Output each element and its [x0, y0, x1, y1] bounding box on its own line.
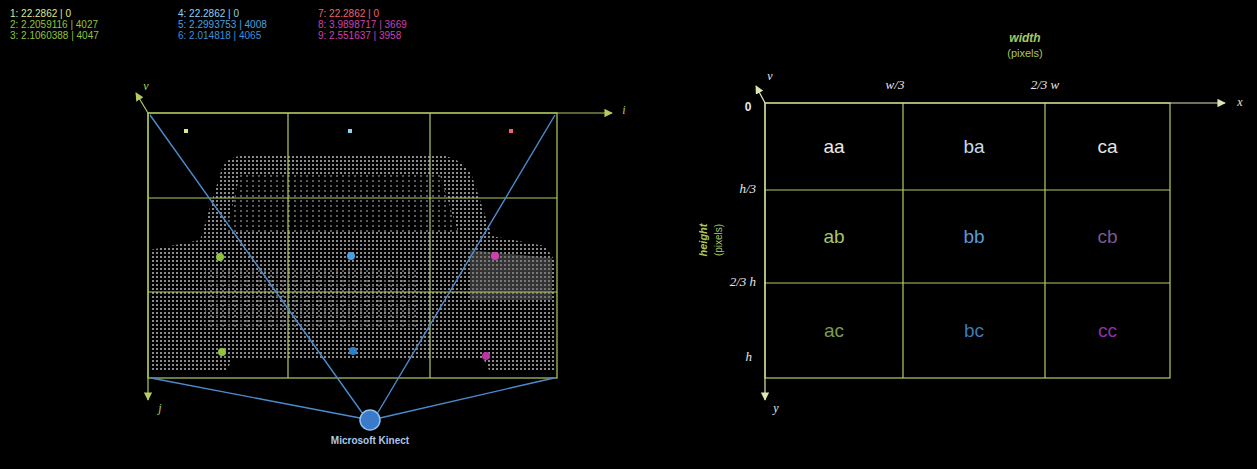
- view-ray: [151, 378, 360, 418]
- view-ray: [380, 378, 554, 418]
- axis-j: [147, 113, 148, 400]
- grid-cell: ca: [1047, 105, 1168, 188]
- axis-v: [756, 86, 765, 103]
- grid-frame: [765, 103, 1170, 378]
- sample-dot: [348, 129, 352, 133]
- axis-label: y: [773, 402, 778, 415]
- grid-cell: bc: [905, 285, 1043, 376]
- axis-label: v: [143, 80, 148, 93]
- cell-label: ca: [1097, 136, 1117, 158]
- sensor-node: Microsoft Kinect: [327, 409, 414, 446]
- car-body-points: [150, 155, 556, 372]
- grid-line: [1044, 103, 1045, 378]
- cell-label: ba: [963, 136, 984, 158]
- sample-dot: [491, 252, 499, 260]
- sample-dot: [218, 348, 226, 356]
- axis-label: h: [746, 350, 753, 364]
- depth-readout: 1: 22.2862 | 0: [10, 8, 71, 19]
- axis-label: w/3: [886, 78, 905, 92]
- car-windshield-gap: [226, 175, 458, 232]
- axis-label: v: [767, 70, 772, 83]
- axis-label: 0: [745, 101, 752, 114]
- grid-line: [148, 291, 557, 292]
- axis-y: [764, 103, 765, 400]
- axis-label: (pixels): [713, 224, 724, 256]
- view-ray: [377, 115, 555, 414]
- car-grille-points: [205, 270, 420, 330]
- car-windshield-points: [226, 175, 458, 232]
- depth-readout: 8: 3.9898717 | 3669: [318, 19, 407, 30]
- depth-readout: 4: 22.2862 | 0: [178, 8, 239, 19]
- sample-dots: [184, 129, 513, 360]
- cell-label: ab: [823, 226, 844, 248]
- sensor-label: Microsoft Kinect: [331, 435, 409, 446]
- sample-dot: [347, 252, 355, 260]
- depth-readout: 3: 2.1060388 | 4047: [10, 30, 99, 41]
- right-grid: [756, 86, 1225, 400]
- axis-label: 2/3 h: [730, 275, 756, 289]
- grid-line: [287, 113, 288, 378]
- sample-dot: [349, 347, 357, 355]
- axis-label: h/3: [739, 182, 756, 196]
- axis-label: i: [622, 104, 625, 117]
- grid-cell: cb: [1047, 192, 1168, 281]
- cell-label: bc: [964, 320, 984, 342]
- cell-label: bb: [963, 226, 984, 248]
- grid-cell: ba: [905, 105, 1043, 188]
- axis-label: width: [1009, 32, 1040, 45]
- depth-readout: 5: 2.2993753 | 4008: [178, 19, 267, 30]
- depth-readout: 2: 2.2059116 | 4027: [10, 19, 98, 30]
- axis-x: [765, 102, 1225, 103]
- point-cloud-car: [150, 155, 556, 372]
- axis-i: [148, 112, 612, 113]
- grid-line: [902, 103, 903, 378]
- grid-cell: aa: [767, 105, 901, 188]
- axis-label: (pixels): [1007, 47, 1042, 59]
- cell-label: aa: [823, 136, 844, 158]
- kinect-rays: [150, 115, 555, 418]
- grid-cell: ab: [767, 192, 901, 281]
- cell-label: cc: [1098, 320, 1117, 342]
- grid-line: [429, 113, 430, 378]
- sample-dot: [509, 129, 513, 133]
- kinect-circle: [358, 409, 382, 433]
- axis-label: x: [1237, 96, 1242, 109]
- grid-cell: ac: [767, 285, 901, 376]
- grid-line: [765, 189, 1170, 190]
- view-ray: [150, 115, 363, 414]
- depth-readout: 7: 22.2862 | 0: [318, 8, 379, 19]
- axis-label: height: [697, 224, 709, 257]
- sample-dot: [216, 253, 224, 261]
- grid-line: [765, 282, 1170, 283]
- cell-label: cb: [1097, 226, 1117, 248]
- axis-label: j: [158, 402, 161, 415]
- axis-label: 2/3 w: [1031, 78, 1060, 92]
- depth-readout: 6: 2.014818 | 4065: [178, 30, 261, 41]
- cell-label: ac: [824, 320, 844, 342]
- axis-v: [136, 93, 148, 113]
- grid-cell: cc: [1047, 285, 1168, 376]
- sample-dot: [482, 352, 490, 360]
- sample-dot: [184, 129, 188, 133]
- kinect-sensor: [360, 410, 380, 430]
- depth-readout: 9: 2.551637 | 3958: [318, 30, 401, 41]
- grid-cell: bb: [905, 192, 1043, 281]
- grid-frame: [148, 113, 557, 378]
